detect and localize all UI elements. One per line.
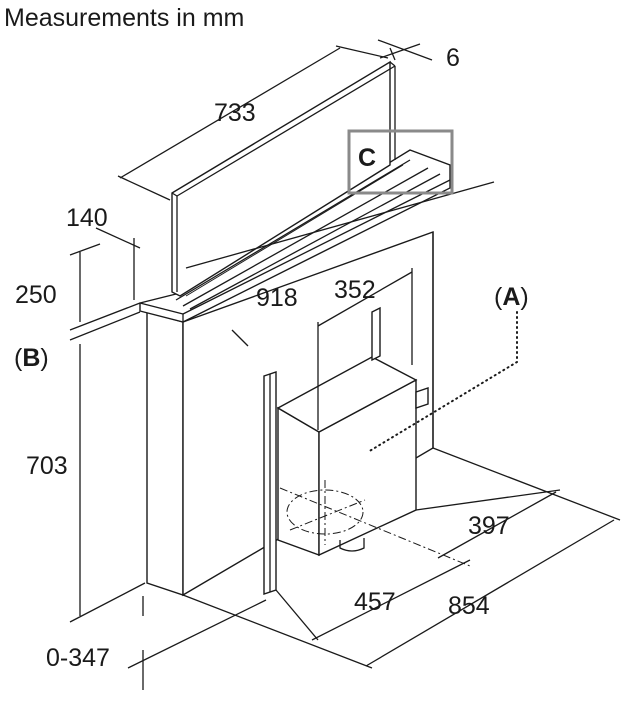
dim-body-width: 918 [256, 284, 298, 312]
dim-body-height: 703 [26, 452, 68, 480]
dim-panel-height: 250 [15, 281, 57, 309]
leader-a [367, 311, 518, 453]
dim-panel-depth: 140 [66, 204, 108, 232]
glass-panel [171, 60, 396, 297]
fan-motor-unit [276, 306, 429, 557]
motor-connector [415, 387, 429, 409]
dim-motor-offset: 457 [354, 588, 396, 616]
callout-b-close: ) [40, 344, 48, 372]
housing-front-left [146, 311, 184, 596]
callout-a-letter: A [502, 283, 520, 311]
callout-b: (B) [14, 344, 49, 372]
dimension-lines [69, 39, 621, 690]
mounting-rail [263, 371, 277, 595]
dim-width-top: 733 [214, 99, 256, 127]
duct-centerline [279, 480, 471, 567]
callout-a-close: ) [520, 283, 528, 311]
diagram-title: Measurements in mm [4, 4, 244, 32]
callout-c: C [358, 144, 376, 172]
callout-a: (A) [494, 283, 529, 311]
dim-bottom-offset: 0-347 [46, 644, 110, 672]
detail-c-box [347, 129, 454, 195]
dim-motor-width: 352 [334, 276, 376, 304]
dim-motor-depth: 397 [468, 512, 510, 540]
callout-a-open: ( [494, 283, 503, 311]
dim-total-depth: 854 [448, 592, 490, 620]
dim-depth-top: 6 [446, 44, 460, 72]
callout-b-open: ( [14, 344, 23, 372]
motor-top-face [276, 356, 418, 433]
callout-b-letter: B [22, 344, 40, 372]
glass-panel-face [171, 60, 391, 297]
motor-stub-back [371, 306, 381, 362]
